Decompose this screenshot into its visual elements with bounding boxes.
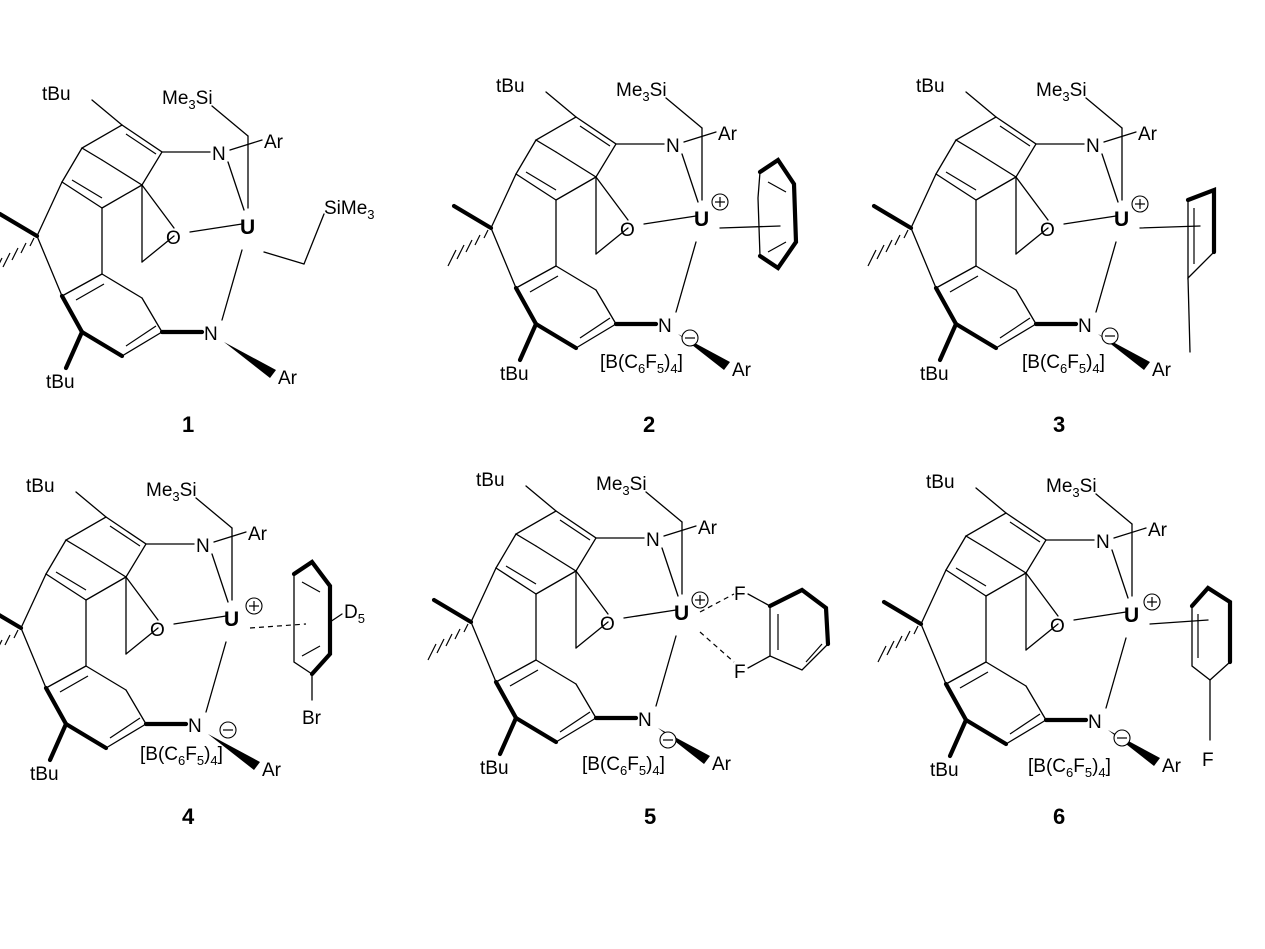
arene-ligand: D5 Br: [291, 559, 365, 729]
borate-anion: [B(C6F5)4]: [600, 352, 683, 376]
borate-anion: [B(C6F5)4]: [1022, 352, 1105, 376]
compound-number: 6: [1053, 804, 1065, 829]
trimethylsilyl-label: SiMe3: [324, 198, 375, 222]
compound-5: F F: [428, 470, 831, 779]
arene-ligand: [1185, 186, 1217, 353]
compound-number: 4: [182, 804, 195, 829]
fluorine-label: F: [1202, 750, 1214, 771]
borate-anion: [B(C6F5)4]: [582, 754, 665, 778]
compound-number: 2: [643, 412, 655, 437]
arene-ligand: F: [1189, 585, 1233, 771]
borate-anion: [B(C6F5)4]: [140, 744, 223, 768]
compound-3: [868, 76, 1217, 385]
fluorine-label: F: [734, 584, 746, 605]
compound-4: D5 Br: [0, 476, 365, 785]
bromine-label: Br: [302, 708, 322, 729]
compound-number: 3: [1053, 412, 1065, 437]
u-ch2-bond: [263, 251, 305, 265]
compound-number: 5: [644, 804, 656, 829]
arene-ligand: F F: [699, 584, 831, 683]
compound-2: [448, 76, 799, 385]
compound-number: 1: [182, 412, 194, 437]
fluorine-label: F: [734, 662, 746, 683]
compound-1: SiMe3: [0, 84, 375, 393]
arene-ligand: [757, 157, 799, 271]
borate-anion: [B(C6F5)4]: [1028, 756, 1111, 780]
compound-6: F: [878, 472, 1233, 781]
deuterium-label: D5: [344, 602, 365, 626]
